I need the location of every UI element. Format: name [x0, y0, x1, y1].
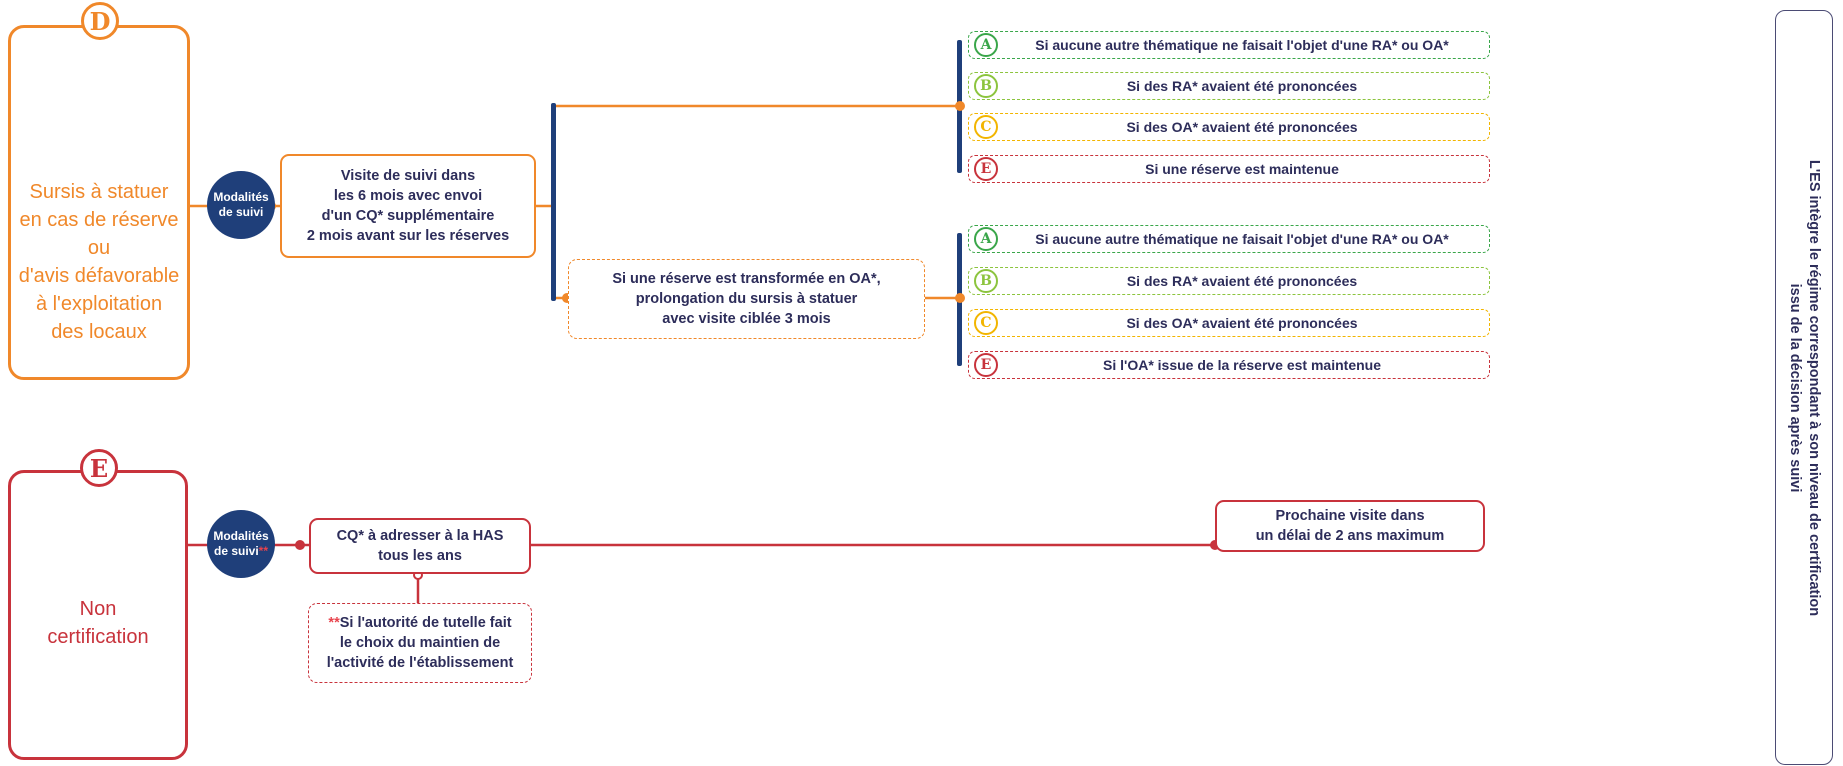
letter-c-text: C — [980, 119, 992, 135]
level-e-line-1: Non — [79, 598, 117, 620]
level-d-box: Sursis à statuer en cas de réserve ou d'… — [8, 25, 190, 380]
letter-b-text: B — [980, 273, 992, 289]
visit-line-1: Visite de suivi dans — [340, 168, 476, 184]
cq-line-1: CQ* à adresser à la HAS — [336, 528, 504, 544]
badge-d-line-2: de suivi — [218, 205, 264, 219]
outcome-bottom-e-text: Si l'OA* issue de la réserve est mainten… — [1102, 357, 1381, 373]
badge-d-line-1: Modalités — [213, 190, 269, 204]
note-line-3: l'activité de l'établissement — [326, 655, 514, 671]
letter-e-icon: E — [974, 157, 998, 181]
letter-c-icon: C — [974, 115, 998, 139]
outcome-top-a-text: Si aucune autre thématique ne faisait l'… — [1035, 37, 1449, 53]
modalites-badge-e: Modalités de suivi** — [207, 510, 275, 578]
outcome-bottom-a: Si aucune autre thématique ne faisait l'… — [968, 225, 1490, 253]
cq-annual-box: CQ* à adresser à la HAS tous les ans — [309, 518, 531, 574]
next-line-1: Prochaine visite dans — [1275, 508, 1425, 524]
level-e-box: Non certification — [8, 470, 188, 760]
outcome-top-e: Si une réserve est maintenue — [968, 155, 1490, 183]
letter-a-text: A — [980, 231, 992, 247]
letter-b-icon: B — [974, 269, 998, 293]
outcome-top-c-text: Si des OA* avaient été prononcées — [1126, 119, 1358, 135]
letter-d-text: D — [89, 6, 111, 36]
level-d-line-1: Sursis à statuer — [29, 181, 169, 203]
visit-line-4: 2 mois avant sur les réserves — [306, 228, 510, 244]
prolongation-line-1: Si une réserve est transformée en OA*, — [612, 271, 881, 287]
tutelle-note-box: **Si l'autorité de tutelle fait le choix… — [308, 603, 532, 683]
note-line-2: le choix du maintien de — [339, 635, 501, 651]
outcome-top-c: Si des OA* avaient été prononcées — [968, 113, 1490, 141]
level-d-line-4: à l'exploitation — [35, 293, 163, 315]
letter-e-text: E — [980, 357, 992, 373]
badge-e-line-2: de suivi — [213, 544, 259, 558]
letter-a-icon: A — [974, 33, 998, 57]
letter-c-icon: C — [974, 311, 998, 335]
cq-line-2: tous les ans — [378, 548, 462, 564]
visit-line-2: les 6 mois avec envoi — [333, 188, 483, 204]
outcome-top-a: Si aucune autre thématique ne faisait l'… — [968, 31, 1490, 59]
letter-a-icon: A — [974, 227, 998, 251]
letter-e-large-text: E — [89, 453, 109, 483]
side-panel-text: L'ES intègre le régime correspondant à s… — [1785, 68, 1823, 708]
side-panel: L'ES intègre le régime correspondant à s… — [1775, 10, 1833, 765]
modalites-badge-d: Modalités de suivi — [207, 171, 275, 239]
level-d-line-3: d'avis défavorable — [18, 265, 180, 287]
prolongation-line-3: avec visite ciblée 3 mois — [662, 311, 831, 327]
level-d-line-2: en cas de réserve ou — [19, 209, 179, 259]
next-visit-box: Prochaine visite dans un délai de 2 ans … — [1215, 500, 1485, 552]
outcome-bottom-b-text: Si des RA* avaient été prononcées — [1126, 273, 1358, 289]
outcome-bottom-c-text: Si des OA* avaient été prononcées — [1126, 315, 1358, 331]
next-line-2: un délai de 2 ans maximum — [1255, 528, 1445, 544]
letter-c-text: C — [980, 315, 992, 331]
level-d-label: Sursis à statuer en cas de réserve ou d'… — [11, 178, 187, 346]
level-e-line-2: certification — [47, 626, 149, 648]
prolongation-line-2: prolongation du sursis à statuer — [635, 291, 858, 307]
letter-b-text: B — [980, 78, 992, 94]
note-line-1: Si l'autorité de tutelle fait — [339, 615, 512, 631]
letter-e-text: E — [980, 161, 992, 177]
outcome-top-e-text: Si une réserve est maintenue — [1145, 161, 1339, 177]
badge-e-line-1: Modalités — [213, 529, 269, 543]
outcome-top-b: Si des RA* avaient été prononcées — [968, 72, 1490, 100]
level-e-label: Non certification — [11, 595, 185, 651]
prolongation-box: Si une réserve est transformée en OA*, p… — [568, 259, 925, 339]
letter-e-icon: E — [974, 353, 998, 377]
note-mark: ** — [328, 615, 340, 631]
side-line-2: issu de la décision après suivi — [1787, 283, 1803, 492]
letter-d-icon: D — [81, 2, 119, 40]
letter-e-large-icon: E — [80, 449, 118, 487]
outcome-bottom-b: Si des RA* avaient été prononcées — [968, 267, 1490, 295]
badge-e-mark: ** — [258, 544, 269, 558]
outcome-top-b-text: Si des RA* avaient été prononcées — [1126, 78, 1358, 94]
outcome-bottom-e: Si l'OA* issue de la réserve est mainten… — [968, 351, 1490, 379]
outcome-bottom-a-text: Si aucune autre thématique ne faisait l'… — [1035, 231, 1449, 247]
visit-line-3: d'un CQ* supplémentaire — [321, 208, 495, 224]
level-d-line-5: des locaux — [51, 321, 147, 343]
letter-b-icon: B — [974, 74, 998, 98]
outcome-bottom-c: Si des OA* avaient été prononcées — [968, 309, 1490, 337]
letter-a-text: A — [980, 37, 992, 53]
follow-up-visit-box: Visite de suivi dans les 6 mois avec env… — [280, 154, 536, 258]
side-line-1: L'ES intègre le régime correspondant à s… — [1806, 159, 1822, 616]
